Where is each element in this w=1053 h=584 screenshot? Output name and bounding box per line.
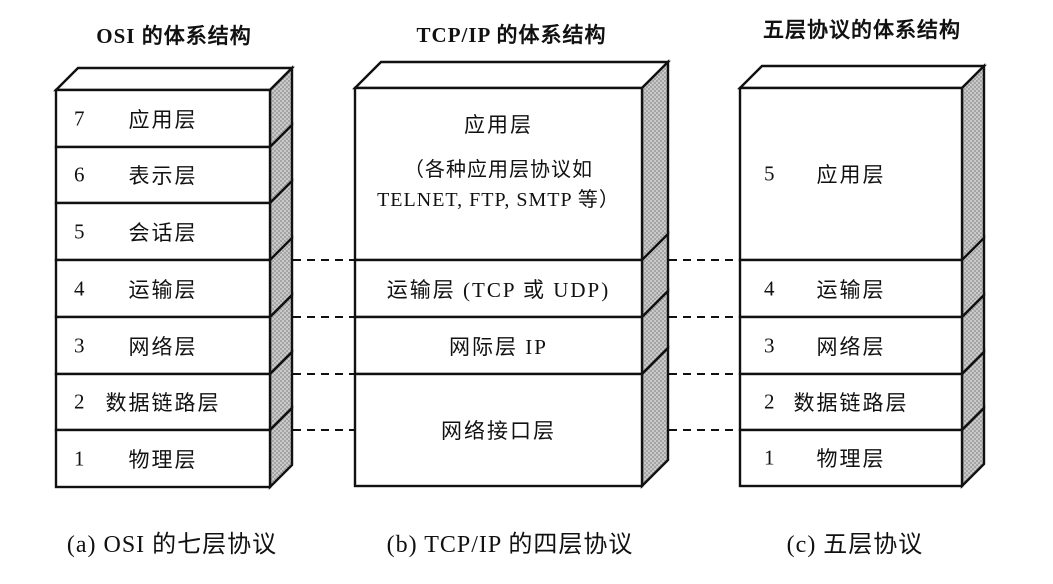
osi-layer-label-2: 数据链路层 [105,391,221,415]
osi-layer-row-4: 4 运输层 [56,260,270,317]
tcpip-side-face-netif [640,345,670,489]
tcpip-layer-label-transport: 运输层 (TCP 或 UDP) [386,277,611,302]
five-layer-number-3: 3 [764,333,775,357]
tcpip-stack-title: TCP/IP 的体系结构 [416,23,607,47]
osi-layer-row-5: 5 会话层 [56,203,270,260]
osi-layer-label-3: 网络层 [128,334,198,359]
tcpip-layer-row-transport: 运输层 (TCP 或 UDP) [355,260,642,317]
caption-c: (c) 五层协议 [786,532,924,558]
tcpip-layer-label-internet: 网际层 IP [449,334,548,359]
osi-layer-label-6: 表示层 [128,164,198,188]
boundary-dashed-lines [293,259,739,431]
osi-layer-row-1: 1 物理层 [56,430,270,487]
tcpip-row-face-netif [353,372,644,488]
osi-layer-number-3: 3 [74,333,85,357]
osi-row-face-6 [54,145,272,205]
five-layer-stack-shape [737,63,987,489]
tcpip-layer-row-app: 应用层 （各种应用层协议如 TELNET, FTP, SMTP 等） [355,88,642,260]
tcpip-top-face [352,60,671,90]
osi-layer-row-2: 2 数据链路层 [56,374,270,430]
tcpip-side-face-app [640,59,670,263]
five-row-face-1 [738,428,964,488]
five-layer-number-2: 2 [764,389,775,414]
tcpip-app-note-line1: （各种应用层协议如 [403,159,593,181]
osi-layer-label-1: 物理层 [128,447,198,472]
osi-row-face-4 [54,258,272,319]
five-layer-row-2: 2 数据链路层 [740,374,962,430]
tcpip-layer-row-netif: 网络接口层 [355,374,642,486]
five-layer-label-4: 运输层 [816,277,886,302]
osi-layer-label-5: 会话层 [128,220,198,245]
osi-layer-row-7: 7 应用层 [56,90,270,147]
osi-layer-row-3: 3 网络层 [56,317,270,374]
five-layer-row-4: 4 运输层 [740,260,962,317]
osi-row-face-5 [54,201,272,262]
five-top-face [737,64,987,90]
five-row-face-5 [738,86,964,262]
five-layer-number-5: 5 [764,161,775,186]
tcpip-stack-shape [352,59,671,489]
five-layer-number-4: 4 [764,276,775,300]
osi-layer-number-1: 1 [74,446,85,470]
osi-layer-label-4: 运输层 [128,277,198,302]
five-layer-label-3: 网络层 [816,334,886,359]
tcpip-layer-label-app: 应用层 [464,113,533,137]
tcpip-app-protocols-note: （各种应用层协议如 TELNET, FTP, SMTP 等） [377,155,620,215]
tcpip-layer-row-internet: 网际层 IP [355,317,642,374]
tcpip-row-face-transport [353,258,644,319]
osi-layer-label-7: 应用层 [128,107,198,132]
osi-row-face-7 [54,88,272,149]
five-layer-label-2: 数据链路层 [793,391,909,415]
osi-layer-number-7: 7 [74,106,85,130]
osi-row-face-2 [54,372,272,432]
tcpip-layer-label-netif: 网络接口层 [441,419,556,443]
five-layer-label-5: 应用层 [816,163,886,187]
tcpip-row-face-internet [353,315,644,376]
five-layer-row-1: 1 物理层 [740,430,962,486]
osi-row-face-1 [54,428,272,489]
osi-layer-row-6: 6 表示层 [56,147,270,203]
five-layer-number-1: 1 [764,445,775,470]
tcpip-row-face-app [353,86,644,262]
five-side-face-5 [960,63,986,263]
five-layer-row-3: 3 网络层 [740,317,962,374]
osi-layer-number-2: 2 [74,389,85,414]
caption-a: (a) OSI 的七层协议 [66,532,278,558]
osi-stack-title: OSI 的体系结构 [96,24,252,48]
osi-layer-number-6: 6 [74,162,85,187]
caption-b: (b) TCP/IP 的四层协议 [386,532,634,558]
osi-stack-shape [53,65,295,490]
five-layer-label-1: 物理层 [816,447,886,471]
osi-layer-number-4: 4 [74,276,85,300]
tcpip-app-note-line2: TELNET, FTP, SMTP 等） [377,189,620,211]
osi-top-face [53,66,295,92]
five-layer-stack-title: 五层协议的体系结构 [763,18,961,42]
osi-layer-number-5: 5 [74,219,85,243]
five-layer-row-5: 5 应用层 [740,88,962,260]
